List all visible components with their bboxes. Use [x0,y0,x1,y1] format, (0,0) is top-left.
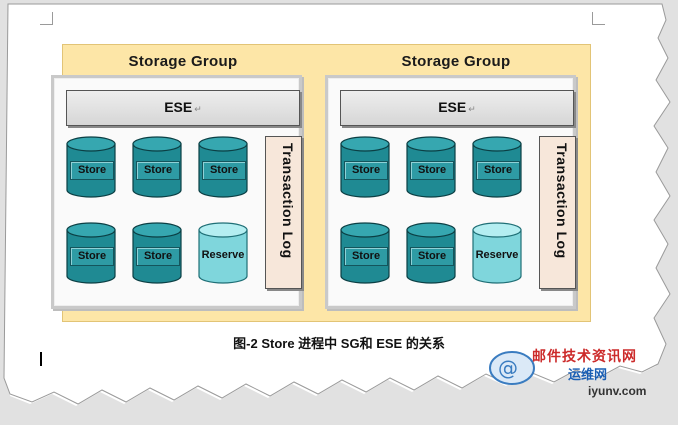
store-label: Store [410,247,454,266]
store-cylinder: Store [66,222,116,284]
reserve-cylinder: Reserve [198,222,248,284]
ese-label: ESE [438,99,467,115]
store-cylinder: Store [406,222,456,284]
store-label: Store [136,161,180,180]
crop-mark-top-left [40,12,53,25]
store-cylinder: Store [340,136,390,198]
store-label: Store [202,161,246,180]
svg-text:@: @ [498,356,518,380]
watermark-url: iyunv.com [588,384,647,398]
text-cursor [40,352,42,366]
watermark-site-name: 邮件技术资讯网 [532,348,637,364]
watermark-brand: 运维网 [568,367,608,382]
store-cylinder: Store [198,136,248,198]
ese-box: ESE↵ [340,90,574,126]
return-mark-icon: ↵ [194,104,202,114]
storage-group-panel: ESE↵ Store Store Store [51,75,302,309]
cylinder-shape-icon [198,222,248,284]
reserve-label: Reserve [475,249,519,261]
store-cylinder: Store [66,136,116,198]
ese-box: ESE↵ [66,90,300,126]
storage-group-panel: ESE↵ Store Store Store [325,75,576,309]
watermark: @ 邮件技术资讯网 运维网 iyunv.com [488,346,672,406]
store-cylinder: Store [340,222,390,284]
store-label: Store [70,161,114,180]
store-cylinder: Store [406,136,456,198]
storage-group-title: Storage Group [401,53,511,70]
store-label: Store [70,247,114,266]
transaction-log-label: Transaction Log [280,143,296,259]
storage-group-title: Storage Group [128,53,238,70]
store-label: Store [344,161,388,180]
reserve-label: Reserve [201,249,245,261]
at-sign-logo-icon: @ [489,351,535,385]
store-label: Store [410,161,454,180]
transaction-log-box: Transaction Log [265,136,302,289]
store-label: Store [136,247,180,266]
diagram-canvas: Storage Group ESE↵ Store Store Store [51,44,591,322]
store-label: Store [476,161,520,180]
store-label: Store [344,247,388,266]
ese-label: ESE [164,99,193,115]
figure-caption: 图-2 Store 进程中 SG和 ESE 的关系 [233,336,445,351]
crop-mark-top-right [592,12,605,25]
transaction-log-label: Transaction Log [554,143,570,259]
reserve-cylinder: Reserve [472,222,522,284]
cylinder-shape-icon [472,222,522,284]
transaction-log-box: Transaction Log [539,136,576,289]
return-mark-icon: ↵ [468,104,476,114]
store-cylinder: Store [472,136,522,198]
store-cylinder: Store [132,222,182,284]
store-cylinder: Store [132,136,182,198]
